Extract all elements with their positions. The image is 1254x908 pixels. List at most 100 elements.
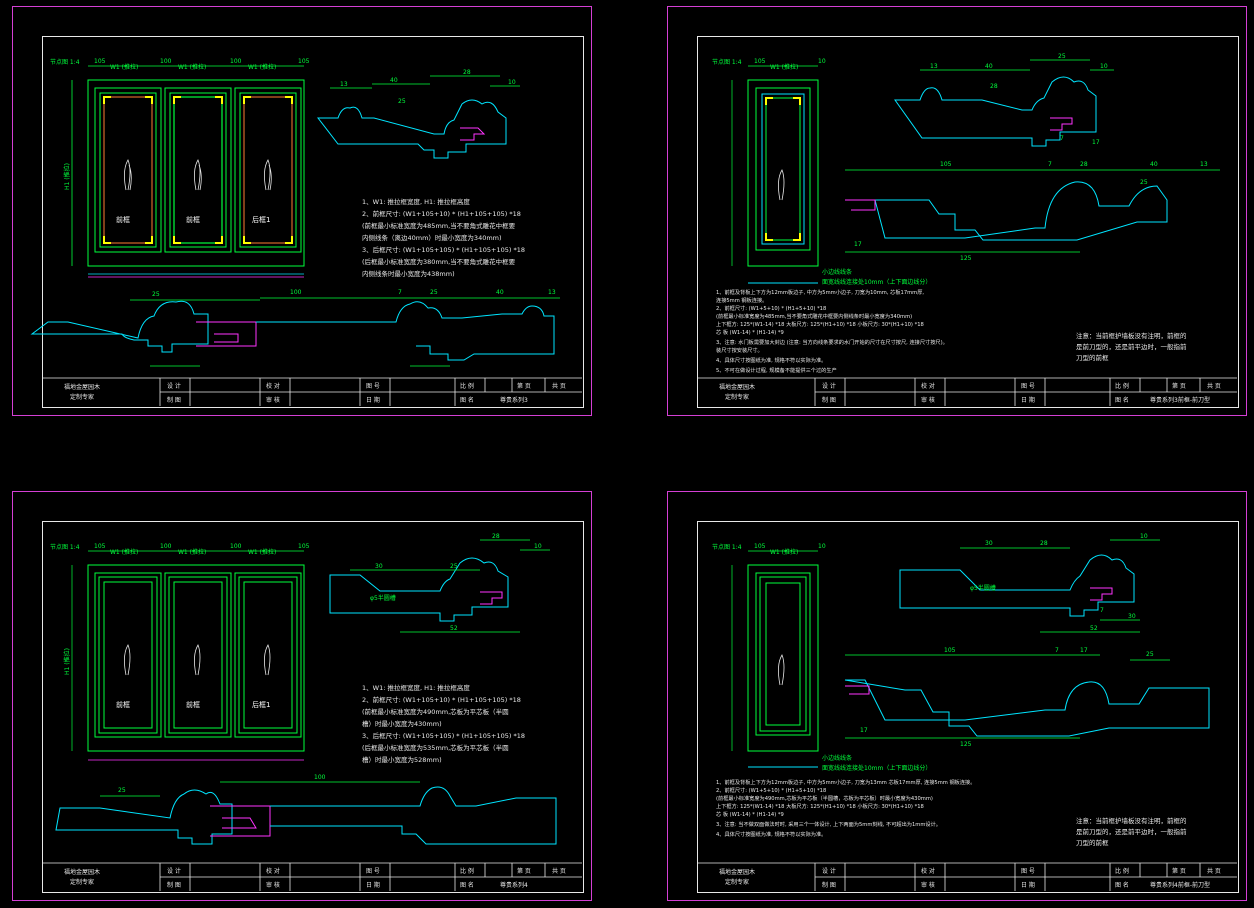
tb-design: 设 计: [822, 382, 836, 390]
dim-label: 10: [1100, 63, 1108, 70]
dim-label: 28: [1080, 161, 1088, 168]
dim-label: W1 (推拉): [248, 63, 276, 71]
dim-label: 40: [985, 63, 993, 70]
dim-label: 100: [230, 543, 242, 550]
tb-page: 第 页: [517, 382, 531, 390]
dim-label: 13: [1200, 161, 1208, 168]
sheet-3-door-elevation: [87, 564, 305, 752]
dim-label: 40: [390, 77, 398, 84]
sheet-4-title-block: [697, 862, 1237, 891]
tb-review: 审 核: [921, 396, 935, 404]
company-slogan: 定制专家: [725, 878, 749, 886]
note-line: (前框最小标准宽度为490mm,芯板为平芯板（半圆槽，芯板为平芯板）时最小宽度为…: [716, 794, 933, 802]
sheet-4-title: 尊贵系列4前框-前刀型: [1150, 881, 1210, 889]
note-line: (后框最小标准宽度为380mm,当不要角式雕花中框要: [362, 257, 516, 266]
sheet-4-top-profile: φ5半圆槽 30 28 10 7 30 52: [899, 533, 1160, 633]
tb-name: 图 名: [460, 396, 474, 404]
sheet-1-corner-ornaments: [103, 96, 293, 244]
sheet-1-door-elevation: [87, 79, 305, 267]
dim-label: 17: [854, 241, 862, 248]
note-line: (前框最小标准宽度为485mm,当不要角式雕花中框要: [362, 221, 516, 230]
tb-design: 设 计: [822, 867, 836, 875]
tb-page: 第 页: [1172, 382, 1186, 390]
sheet-4-notes: 1、前框及背板上下方为12mm板边子, 中方为5mm小边子, 刀宽为13mm 芯…: [716, 778, 975, 838]
dim-label: 10: [508, 79, 516, 86]
dim-label: 13: [930, 63, 938, 70]
drawing-frame-4: [697, 521, 1239, 893]
dim-label: 28: [492, 533, 500, 540]
dim-label: 13: [548, 289, 556, 296]
drawing-frame-3: [42, 521, 584, 893]
side-note-line: 注意：当前框护墙板没有注明，前框的: [1076, 331, 1187, 340]
tb-check: 校 对: [266, 867, 280, 875]
profile-callout: φ5半圆槽: [370, 594, 396, 602]
dim-label: W1 (推拉): [178, 548, 206, 556]
sheet-2-side-note: 注意：当前框护墙板没有注明，前框的 是前刀型的，还是前平边时，一般指前 刀型的前…: [1076, 331, 1187, 362]
side-note-line: 是前刀型的，还是前平边时，一般指前: [1076, 827, 1187, 836]
tb-check: 校 对: [266, 382, 280, 390]
tb-draw: 制 图: [167, 881, 181, 889]
note-line: 4、具体尺寸按图纸为准, 规格不符以实际为准。: [716, 830, 826, 838]
note-line: 2、前框尺寸: (W1+5+10) * (H1+5+10) *18: [716, 786, 826, 794]
dim-label: 105: [940, 161, 952, 168]
tb-scale: 比 例: [460, 867, 474, 875]
sheet-1-notes: 1、W1: 推拉框宽度, H1: 推拉框高度 2、前框尺寸: (W1+105+1…: [362, 197, 525, 278]
company-name: 福地金屋园木: [719, 383, 755, 391]
company-name: 福地金屋园木: [719, 868, 755, 876]
dim-label: 7: [1100, 607, 1104, 614]
side-note-line: 注意：当前框护墙板没有注明，前框的: [1076, 816, 1187, 825]
company-name: 福地金屋园木: [64, 868, 100, 876]
tb-date: 日 期: [366, 396, 380, 404]
dim-label: 125: [960, 255, 972, 262]
drawing-frame-1: [42, 36, 584, 408]
dim-label: 52: [1090, 625, 1098, 632]
note-line: 2、前框尺寸: (W1+105+10) * (H1+105+105) *18: [362, 695, 521, 704]
sheet-4-callout: 小边线线条: [822, 754, 852, 762]
tb-draw: 制 图: [167, 396, 181, 404]
dim-label: 28: [990, 83, 998, 90]
note-line: 4、具体尺寸按图纸为准, 规格不符以实际为准。: [716, 356, 826, 364]
note-line: 槽）时最小宽度为430mm): [362, 719, 442, 728]
dim-label: 25: [1146, 651, 1154, 658]
dim-label: 10: [818, 58, 826, 65]
note-line: (后框最小标准宽度为535mm,芯板为平芯板（半圆: [362, 743, 509, 752]
dim-label: W1 (推拉): [110, 63, 138, 71]
side-note-line: 刀型的前框: [1076, 353, 1109, 362]
tb-date: 日 期: [1021, 881, 1035, 889]
sheet-2-door-elevation: [731, 65, 819, 284]
note-line: 2、前框尺寸: (W1+105+10) * (H1+105+105) *18: [362, 209, 521, 218]
tb-design: 设 计: [167, 382, 181, 390]
dim-label: 105: [94, 543, 106, 550]
sheet-1-top-dims: 105 W1 (推拉) 100 W1 (推拉) 100 W1 (推拉) 105: [94, 58, 310, 71]
dim-label: 105: [754, 58, 766, 65]
sheet-3-bottom-section: 25 100: [55, 774, 557, 845]
sheet-2-mid-profile: 105 7 28 40 13 25 17 125: [845, 161, 1220, 262]
tb-date: 日 期: [1021, 396, 1035, 404]
sheet-2-notes: 1、前框及背板上下方为12mm板边子, 中方为5mm小边子, 刀宽为10mm, …: [716, 288, 948, 374]
tb-drawno: 图 号: [366, 383, 380, 390]
note-line: 装尺寸按安装尺寸。: [716, 346, 763, 354]
tb-drawno: 图 号: [1021, 383, 1035, 390]
note-line: 内侧线条时最小宽度为438mm): [362, 269, 455, 278]
note-line: 槽）时最小宽度为528mm): [362, 755, 442, 764]
tb-name: 图 名: [460, 881, 474, 889]
dim-label: W1 (推拉): [110, 548, 138, 556]
dim-label: 10: [534, 543, 542, 550]
dim-label: W1 (推拉): [248, 548, 276, 556]
note-line: 芯 板 (W1-14) * (H1-14) *9: [716, 328, 784, 336]
sheet-1-title: 尊贵系列3: [500, 396, 528, 404]
tb-scale: 比 例: [1115, 867, 1129, 875]
tb-review: 审 核: [921, 881, 935, 889]
dim-label: 7: [398, 289, 402, 296]
dim-label: 25: [1058, 53, 1066, 60]
tb-review: 审 核: [266, 396, 280, 404]
dim-label: 7: [1048, 161, 1052, 168]
sheet-3-notes: 1、W1: 推拉框宽度, H1: 推拉框高度 2、前框尺寸: (W1+105+1…: [362, 683, 525, 764]
sheet-4-side-note: 注意：当前框护墙板没有注明，前框的 是前刀型的，还是前平边时，一般指前 刀型的前…: [1076, 816, 1187, 847]
door-label: 后框1: [252, 700, 270, 709]
company-slogan: 定制专家: [725, 393, 749, 401]
drawing-sheet-4: [667, 491, 1247, 901]
dim-label: 105: [298, 543, 310, 550]
